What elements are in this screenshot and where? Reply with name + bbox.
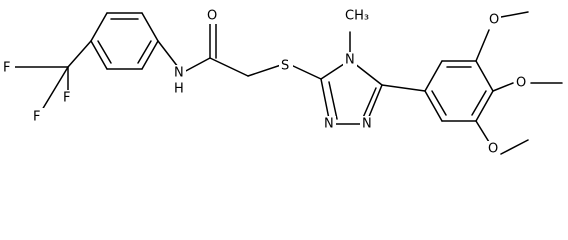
atom-sulfur: S (281, 59, 289, 74)
label-mask (322, 116, 336, 132)
atom-f-lower: F (33, 110, 40, 125)
atom-f-bottom: F (63, 91, 70, 106)
atom-amide-h: H (174, 82, 184, 97)
bond (328, 81, 338, 120)
atom-amide-n: N (174, 66, 184, 81)
label-mask (62, 90, 75, 106)
bond (137, 40, 152, 64)
bond (141, 12, 159, 42)
atom-triazole-n2: N (324, 117, 334, 132)
bond (471, 90, 487, 116)
bond (361, 87, 377, 121)
bond (500, 139, 529, 155)
atom-labels: F F F N H O S N CH₃ N N O O O (2, 8, 528, 157)
atom-methoxy-o-mid: O (516, 76, 526, 91)
molecule-diagram: F F F N H O S N CH₃ N N O O O (2, 8, 563, 157)
bonds (13, 11, 563, 155)
bond (431, 90, 447, 116)
bond (475, 29, 490, 62)
atom-methoxy-o-top: O (489, 13, 499, 28)
bond (90, 12, 108, 42)
label-mask (487, 12, 501, 28)
label-mask (32, 108, 45, 124)
bond (475, 120, 490, 143)
atom-triazole-n1: N (362, 117, 372, 132)
bond (424, 90, 443, 122)
bond (475, 60, 494, 92)
bond (97, 40, 112, 64)
bond (181, 57, 211, 74)
bond (67, 40, 92, 68)
bond (41, 66, 69, 111)
structure-svg: F F F N H O S N CH₃ N N O O O (2, 8, 563, 157)
bond (141, 40, 159, 70)
label-mask (279, 58, 293, 74)
bond (247, 64, 282, 77)
atom-triazole-n4: N (345, 53, 355, 68)
atom-carbonyl-o: O (207, 9, 217, 24)
label-mask (486, 141, 500, 157)
bond (157, 40, 179, 68)
atom-methoxy-o-bot: O (488, 142, 498, 157)
bond (475, 90, 494, 122)
bond (492, 82, 514, 92)
bond (424, 60, 443, 92)
label-mask (346, 8, 364, 26)
label-mask (205, 8, 219, 24)
atom-methyl: CH₃ (345, 9, 369, 24)
bond (381, 84, 426, 92)
label-mask (360, 116, 374, 132)
bond (209, 57, 249, 77)
bond (90, 40, 108, 70)
label-mask (2, 60, 15, 76)
label-mask (514, 75, 528, 91)
label-mask (172, 65, 186, 81)
bond (290, 64, 322, 80)
atom-f-left: F (3, 61, 10, 76)
bond (500, 11, 529, 18)
label-mask (343, 52, 357, 68)
